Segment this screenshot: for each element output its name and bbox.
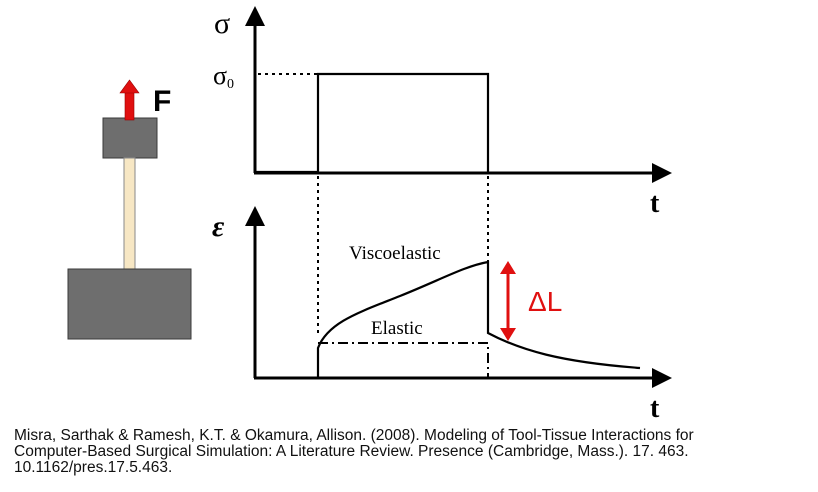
elastic-label: Elastic [371, 318, 423, 339]
delta-length-arrow-icon [500, 261, 516, 341]
delta-length-label: ΔL [528, 286, 562, 317]
stress-y-arrowhead [245, 6, 265, 26]
stress-x-label: t [650, 188, 660, 219]
force-arrow-icon [119, 79, 140, 121]
stress-level-label: σ0 [213, 61, 234, 92]
stress-x-arrowhead [652, 163, 672, 183]
strain-x-label: t [650, 393, 660, 424]
top-block [102, 117, 158, 159]
tissue-model: F [67, 79, 192, 340]
force-label: F [153, 85, 171, 118]
strain-plot: ε t Viscoelastic Elastic ΔL [212, 206, 672, 424]
rod [123, 157, 136, 270]
viscoelastic-curve [316, 260, 641, 378]
stress-y-label: σ [214, 7, 230, 40]
strain-y-label: ε [212, 210, 225, 243]
base-block [67, 268, 192, 340]
elastic-curve [318, 342, 489, 378]
strain-y-arrowhead [245, 206, 265, 226]
strain-x-arrowhead [652, 368, 672, 388]
stress-plot: σ σ0 t [213, 6, 672, 219]
citation-text: Misra, Sarthak & Ramesh, K.T. & Okamura,… [14, 427, 694, 476]
stress-step-pulse [255, 72, 490, 174]
viscoelastic-label: Viscoelastic [349, 243, 441, 264]
